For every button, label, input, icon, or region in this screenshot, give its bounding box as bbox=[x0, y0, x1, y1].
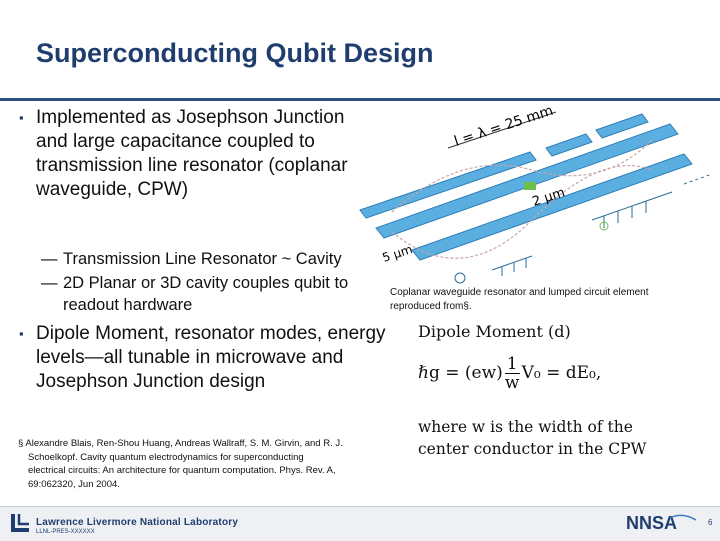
fraction-denominator: w bbox=[504, 373, 520, 393]
footnote: § Alexandre Blais, Ren-Shou Huang, Andre… bbox=[18, 437, 398, 491]
llnl-logo-icon bbox=[11, 514, 29, 532]
footnote-line: § Alexandre Blais, Ren-Shou Huang, Andre… bbox=[18, 438, 343, 449]
cpw-resonator-figure: l = λ = 25 mm 2 μm 5 μm bbox=[359, 103, 713, 284]
footer-bar bbox=[0, 506, 720, 541]
equation-label: Dipole Moment (d) bbox=[418, 322, 571, 341]
lumped-circuit bbox=[454, 173, 713, 284]
field-envelope-lower bbox=[391, 164, 653, 259]
waveguide-strip-upper-end bbox=[545, 133, 593, 157]
footnote-line: electrical circuits: An architecture for… bbox=[28, 465, 336, 476]
waveguide-strip-lower bbox=[411, 153, 693, 261]
figure-caption: Coplanar waveguide resonator and lumped … bbox=[390, 287, 649, 312]
length-label: l = λ = 25 mm bbox=[452, 103, 555, 150]
waveguide-center-conductor bbox=[375, 123, 679, 239]
qubit-junction bbox=[524, 182, 536, 190]
equation-rhs: V₀ = dE₀, bbox=[521, 363, 602, 383]
where-line-2: center conductor in the CPW bbox=[418, 440, 647, 458]
footnote-line: Schoelkopf. Cavity quantum electrodynami… bbox=[28, 451, 304, 463]
source-icon bbox=[454, 272, 466, 284]
sub-bullet-1: — Transmission Line Resonator ~ Cavity bbox=[41, 248, 393, 270]
page-number: 6 bbox=[708, 518, 713, 527]
bullet-marker: ▪ bbox=[19, 326, 24, 341]
footnote-line: 69:062320, Jun 2004. bbox=[28, 478, 120, 490]
waveguide-strip-upper-tip bbox=[595, 113, 649, 139]
nnsa-swoosh-icon bbox=[669, 514, 697, 521]
bullet-1: ▪ Implemented as Josephson Junction and … bbox=[19, 106, 356, 202]
length-arrow bbox=[447, 111, 557, 149]
circuit-elements-right bbox=[591, 191, 673, 228]
field-envelope bbox=[391, 139, 653, 213]
circuit-elements-left bbox=[491, 255, 533, 276]
sub-bullet-2: — 2D Planar or 3D cavity couples qubit t… bbox=[41, 272, 393, 316]
bullet-1-text: Implemented as Josephson Junction and la… bbox=[36, 107, 348, 200]
fraction-numerator: 1 bbox=[504, 354, 520, 374]
slide-title: Superconducting Qubit Design bbox=[36, 38, 434, 68]
dash-marker: — bbox=[41, 250, 58, 268]
document-code: LLNL-PRES-XXXXXX bbox=[36, 529, 95, 535]
sub-bullet-1-text: Transmission Line Resonator ~ Cavity bbox=[63, 250, 342, 268]
equation-where: where w is the width of the center condu… bbox=[418, 416, 698, 460]
nnsa-logo-text: NNSA bbox=[626, 513, 677, 533]
where-line-1: where w is the width of the bbox=[418, 418, 633, 436]
title-rule bbox=[0, 98, 720, 101]
bullet-2-text: Dipole Moment, resonator modes, energy l… bbox=[36, 323, 386, 392]
nnsa-logo: NNSA bbox=[626, 513, 697, 533]
width-label: 5 μm bbox=[381, 242, 415, 265]
bullet-2: ▪ Dipole Moment, resonator modes, energy… bbox=[19, 322, 386, 394]
bullet-marker: ▪ bbox=[19, 110, 24, 125]
lab-name: Lawrence Livermore National Laboratory bbox=[36, 517, 239, 528]
sub-bullet-2-text: 2D Planar or 3D cavity couples qubit to … bbox=[63, 274, 349, 314]
equation-lhs: ℏg = (ew) bbox=[418, 363, 503, 383]
dash-marker: — bbox=[41, 274, 58, 292]
qubit-circuit-icon bbox=[599, 221, 609, 231]
output-line bbox=[683, 173, 713, 185]
